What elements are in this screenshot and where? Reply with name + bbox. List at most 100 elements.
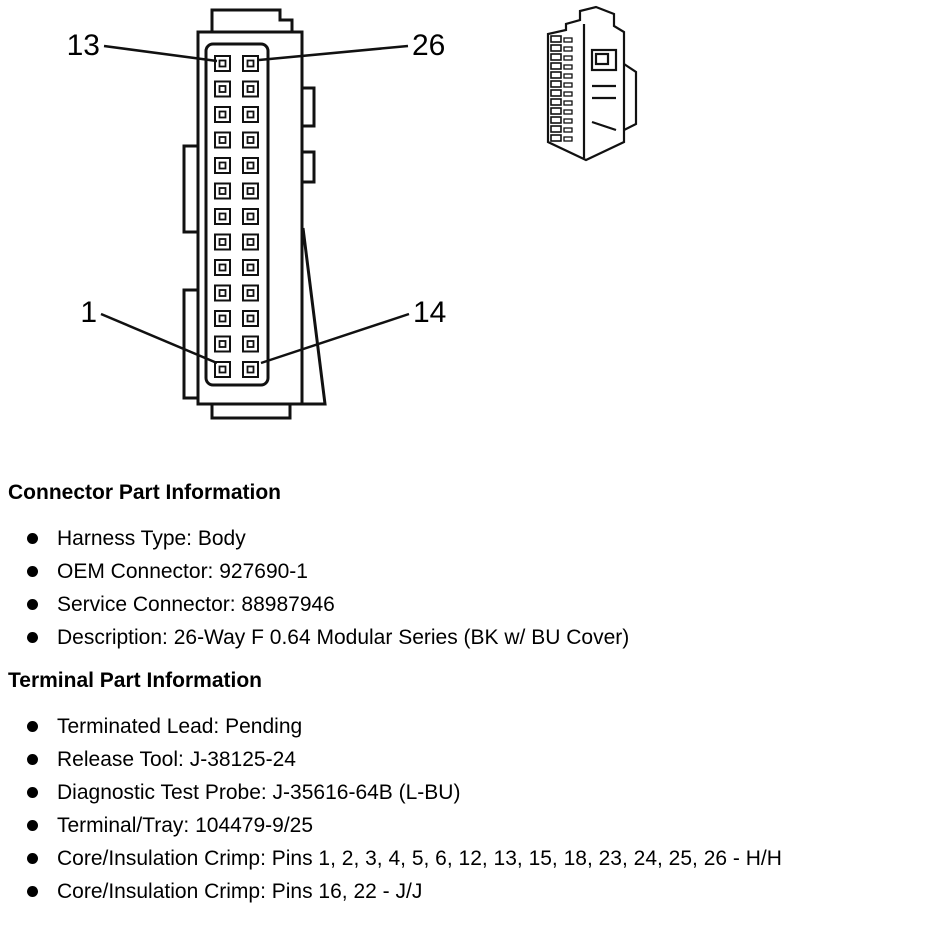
pin-square <box>246 59 255 68</box>
bullet-icon <box>27 566 38 577</box>
pin-square <box>242 208 259 225</box>
pin-square <box>563 91 573 97</box>
pin-square <box>214 131 231 149</box>
list-item-text: OEM Connector: 927690-1 <box>57 560 308 583</box>
connector-front-view-diagram: 13 26 1 14 <box>67 8 447 420</box>
pin-square <box>550 62 562 70</box>
list-item-text: Release Tool: J-38125-24 <box>57 748 296 771</box>
leader-line-1 <box>100 312 218 365</box>
pin-square <box>242 361 259 378</box>
connector-left-rib-lower <box>182 288 198 400</box>
list-item-text: Terminated Lead: Pending <box>57 715 303 738</box>
list-item-text: Terminal/Tray: 104479-9/25 <box>57 814 314 837</box>
pin-square <box>563 55 573 61</box>
pin-square <box>214 80 231 98</box>
pin-square <box>218 238 227 246</box>
leader-lines <box>100 44 410 365</box>
terminal-part-heading: Terminal Part Information <box>8 669 262 692</box>
list-item: Harness Type: Body <box>0 522 944 555</box>
pin-square <box>246 136 255 144</box>
pin-square <box>214 106 231 123</box>
connector-right-bump-upper <box>302 86 316 128</box>
iso-side-latch <box>623 63 638 131</box>
pin-number-labels: 13 26 1 14 <box>67 29 447 329</box>
pin-square <box>550 44 562 52</box>
leader-line-13 <box>103 44 218 63</box>
pin-square <box>563 136 573 142</box>
pin-field-border <box>204 42 270 387</box>
connector-diagram-area: 13 26 1 14 <box>0 0 944 458</box>
list-item-text: Diagnostic Test Probe: J-35616-64B (L-BU… <box>57 781 461 804</box>
pin-square <box>563 64 573 70</box>
connector-right-flap <box>301 227 327 406</box>
pin-label-1: 1 <box>80 296 97 329</box>
list-item-text: Description: 26-Way F 0.64 Modular Serie… <box>57 626 630 649</box>
list-item: Terminal/Tray: 104479-9/25 <box>0 809 944 842</box>
connector-isometric-view-diagram <box>546 5 638 162</box>
pin-square <box>214 335 231 353</box>
leader-line-26 <box>258 44 409 62</box>
pin-square <box>218 161 227 170</box>
connector-bottom-foot <box>210 404 292 420</box>
pin-square <box>550 89 562 97</box>
pin-square <box>214 259 231 276</box>
pin-square <box>550 53 562 61</box>
pin-square <box>246 289 255 297</box>
pin-square <box>218 85 227 93</box>
list-item: Diagnostic Test Probe: J-35616-64B (L-BU… <box>0 776 944 809</box>
pin-square <box>563 37 573 43</box>
pin-square <box>550 107 562 115</box>
bullet-icon <box>27 853 38 864</box>
pin-square <box>550 71 562 79</box>
leader-line-14 <box>260 312 410 365</box>
pin-label-14: 14 <box>413 296 446 329</box>
pin-square <box>214 310 231 327</box>
bullet-icon <box>27 632 38 643</box>
pin-square <box>218 365 227 374</box>
bullet-icon <box>27 599 38 610</box>
bullet-icon <box>27 886 38 897</box>
pin-square <box>246 238 255 246</box>
bullet-icon <box>27 721 38 732</box>
pin-square <box>218 110 227 119</box>
pin-square <box>214 233 231 251</box>
pin-square <box>550 80 562 88</box>
pin-square <box>563 118 573 124</box>
terminal-part-list: Terminated Lead: Pending Release Tool: J… <box>0 710 944 908</box>
list-item: Terminated Lead: Pending <box>0 710 944 743</box>
pin-field <box>214 55 259 378</box>
pin-square <box>550 116 562 124</box>
list-item-text: Core/Insulation Crimp: Pins 1, 2, 3, 4, … <box>57 847 782 870</box>
pin-square <box>246 110 255 119</box>
pin-square <box>246 187 255 195</box>
pin-square <box>563 73 573 79</box>
pin-square <box>246 263 255 272</box>
pin-square <box>218 263 227 272</box>
pin-square <box>218 187 227 195</box>
list-item: Release Tool: J-38125-24 <box>0 743 944 776</box>
pin-square <box>246 365 255 374</box>
pin-square <box>550 125 562 133</box>
pin-square <box>563 82 573 88</box>
pin-square <box>242 259 259 276</box>
pin-square <box>218 314 227 323</box>
pin-square <box>563 109 573 115</box>
pin-square <box>246 314 255 323</box>
list-item-text: Service Connector: 88987946 <box>57 593 335 616</box>
pin-square <box>214 157 231 174</box>
list-item: Core/Insulation Crimp: Pins 16, 22 - J/J <box>0 875 944 908</box>
pin-square <box>242 233 259 251</box>
pin-square <box>550 98 562 106</box>
connector-left-rib-upper <box>182 144 198 234</box>
bullet-icon <box>27 533 38 544</box>
bullet-icon <box>27 754 38 765</box>
pin-square <box>550 35 562 43</box>
connector-body-outline <box>196 30 304 406</box>
pin-square <box>563 127 573 133</box>
pin-square <box>218 289 227 297</box>
pin-square <box>246 161 255 170</box>
pin-square <box>242 157 259 174</box>
pin-square <box>214 284 231 302</box>
pin-square <box>242 284 259 302</box>
